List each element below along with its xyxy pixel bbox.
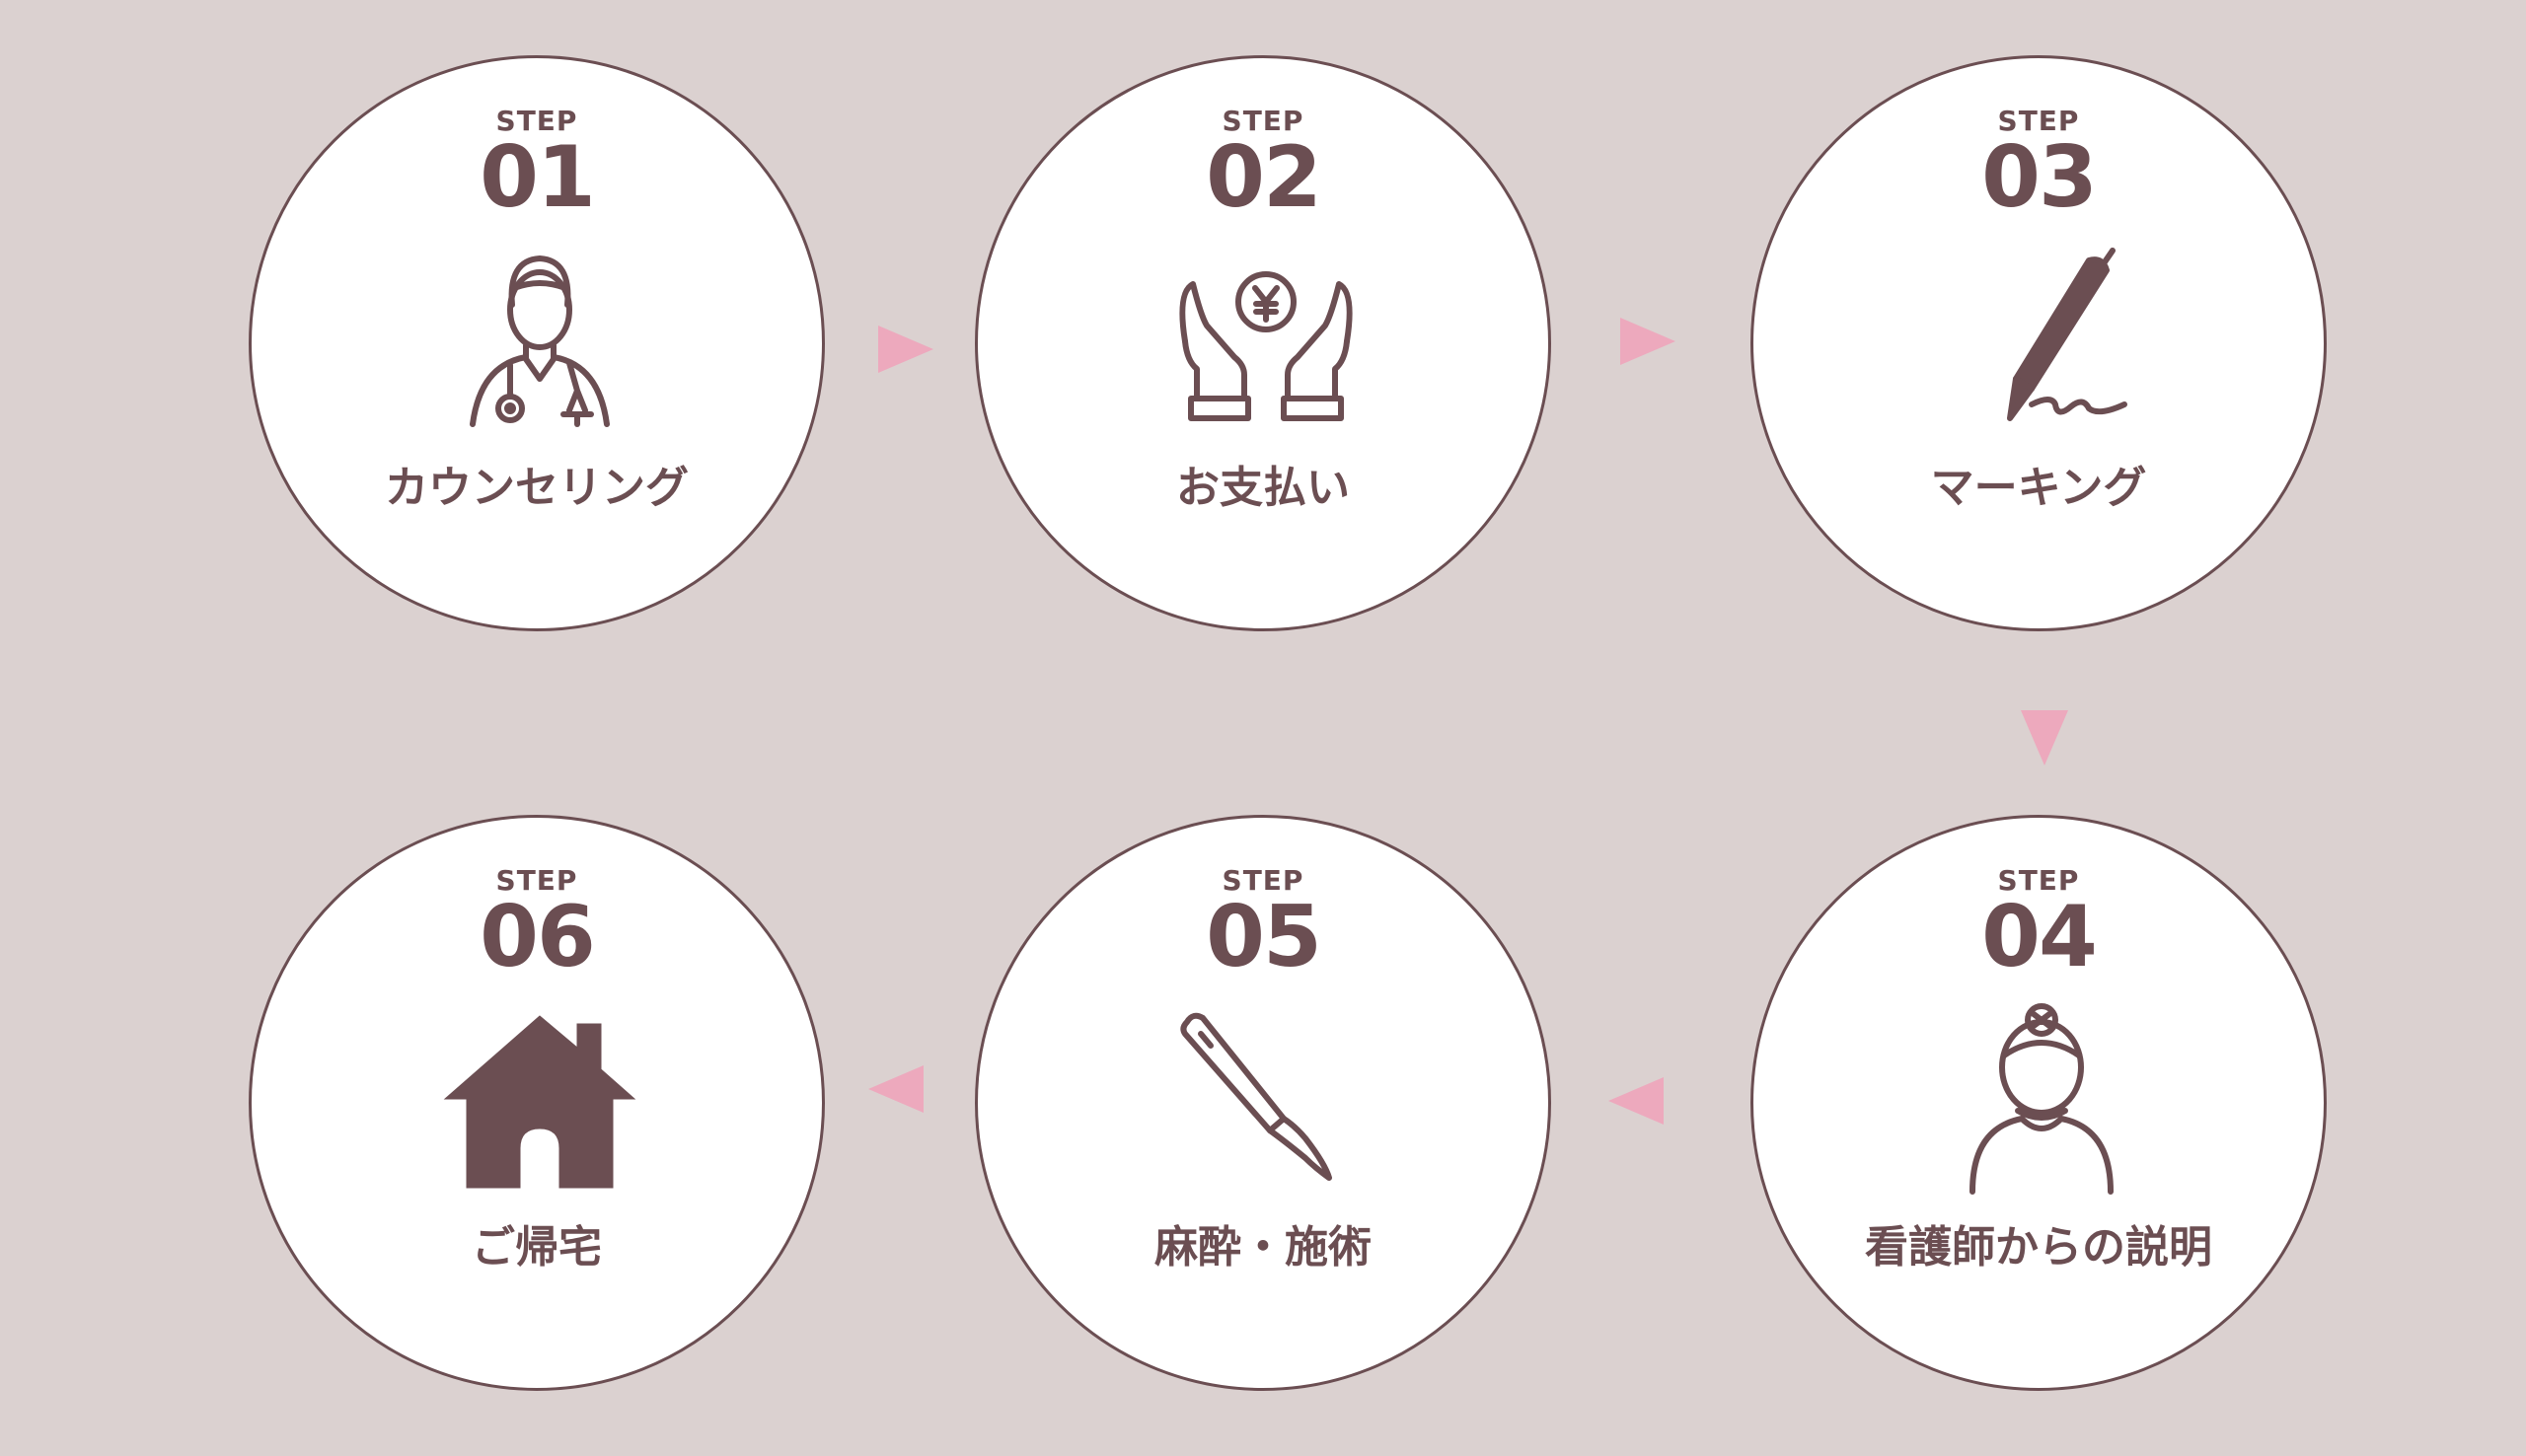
step-title: カウンセリング xyxy=(385,463,689,513)
step-circle-01: STEP 01 カウンセリング xyxy=(249,55,825,631)
step-label: STEP xyxy=(1997,105,2080,137)
yen-hands-icon xyxy=(1157,231,1374,448)
step-label: STEP xyxy=(1222,864,1304,897)
arrow-left-icon xyxy=(1606,1071,1666,1130)
step-title: お支払い xyxy=(1176,463,1350,513)
step-circle-03: STEP 03 マーキング xyxy=(1750,55,2327,631)
nurse-icon xyxy=(1933,990,2150,1207)
step-title: 麻酔・施術 xyxy=(1154,1222,1372,1273)
arrow-down-icon xyxy=(2015,708,2074,767)
doctor-icon xyxy=(431,231,648,448)
scalpel-icon xyxy=(1157,990,1374,1207)
arrow-right-icon xyxy=(876,320,935,379)
step-circle-02: STEP 02 お支払い xyxy=(975,55,1551,631)
step-circle-05: STEP 05 麻酔・施術 xyxy=(975,815,1551,1391)
step-number: 02 xyxy=(1206,128,1322,227)
arrow-right-icon xyxy=(1618,312,1677,371)
step-number: 01 xyxy=(480,128,596,227)
step-label: STEP xyxy=(1997,864,2080,897)
pen-icon xyxy=(1933,231,2150,448)
step-label: STEP xyxy=(1222,105,1304,137)
step-title: マーキング xyxy=(1930,463,2147,513)
step-label: STEP xyxy=(495,864,578,897)
step-number: 03 xyxy=(1981,128,2098,227)
step-number: 06 xyxy=(480,888,596,986)
step-title: 看護師からの説明 xyxy=(1865,1222,2212,1273)
house-icon xyxy=(431,990,648,1207)
step-number: 04 xyxy=(1981,888,2098,986)
step-circle-04: STEP 04 看護師からの説明 xyxy=(1750,815,2327,1391)
step-number: 05 xyxy=(1206,888,1322,986)
step-circle-06: STEP 06 ご帰宅 xyxy=(249,815,825,1391)
arrow-left-icon xyxy=(866,1059,926,1119)
step-title: ご帰宅 xyxy=(472,1222,602,1273)
step-label: STEP xyxy=(495,105,578,137)
